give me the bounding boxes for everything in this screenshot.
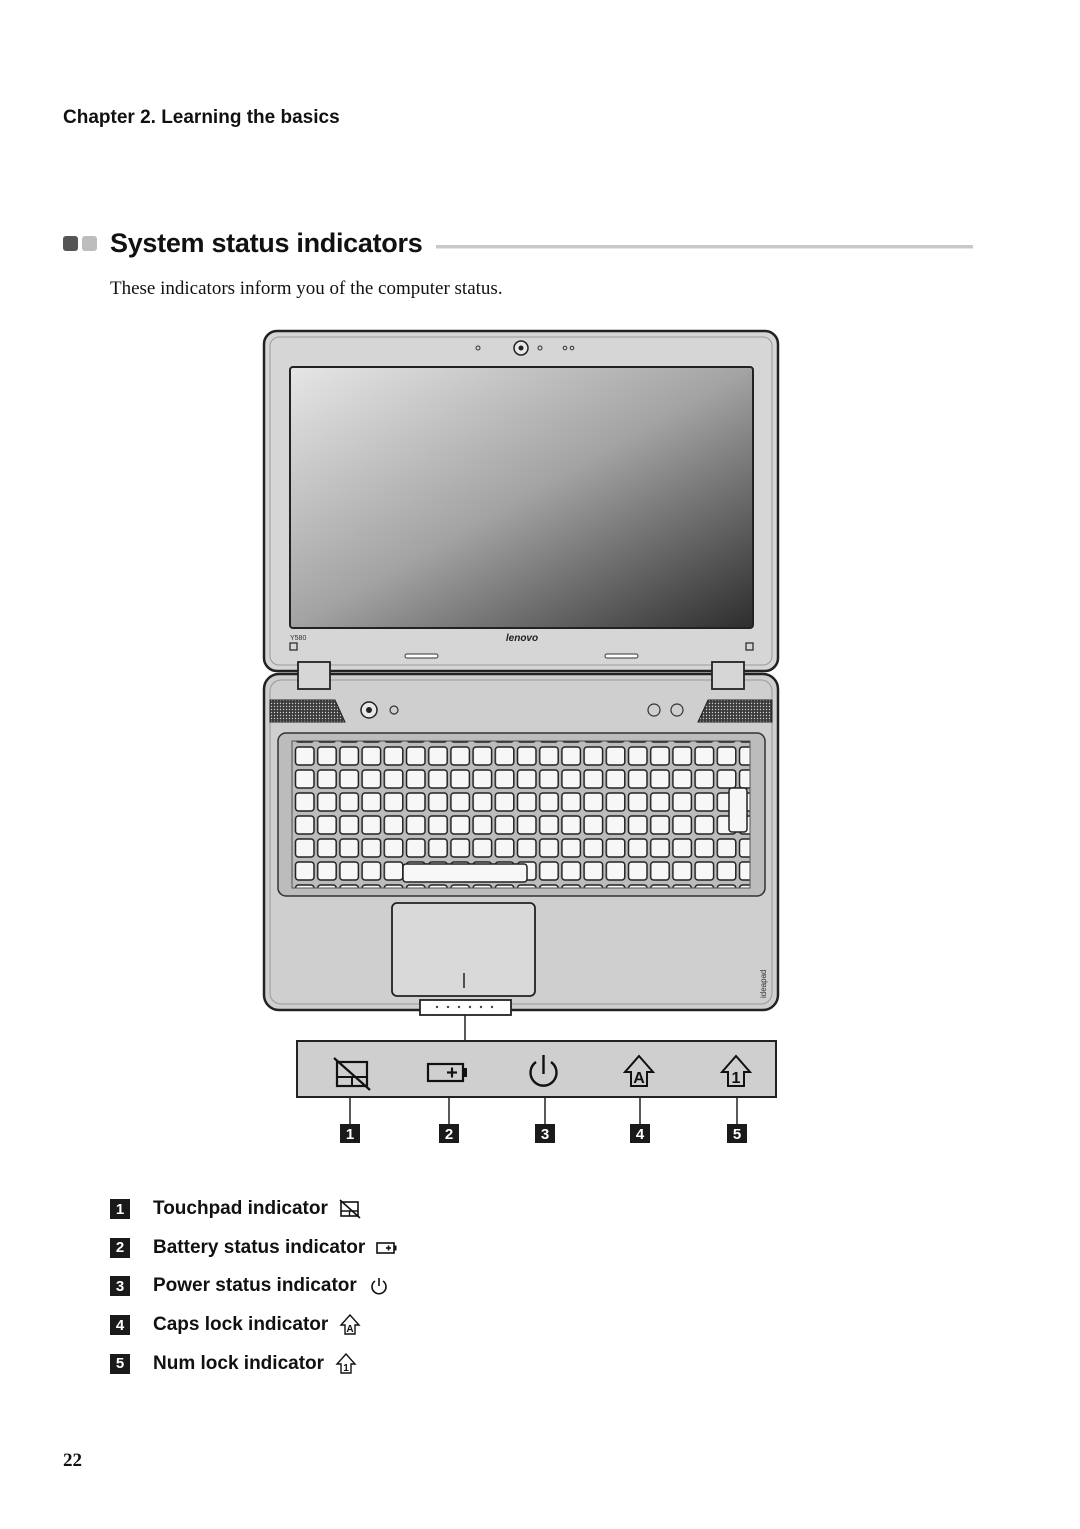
power-icon bbox=[367, 1274, 391, 1298]
legend-number-badge: 4 bbox=[110, 1315, 130, 1336]
indicator-panel: A 1 bbox=[296, 1040, 777, 1098]
svg-text:1: 1 bbox=[732, 1070, 741, 1087]
chapter-title: Chapter 2. Learning the basics bbox=[63, 107, 340, 128]
legend-label: Num lock indicator bbox=[153, 1352, 325, 1374]
heading-rule bbox=[436, 245, 973, 249]
palmrest-label: ideapad bbox=[759, 970, 768, 998]
callouts: 1 2 3 4 5 bbox=[340, 1097, 747, 1143]
legend-label: Touchpad indicator bbox=[153, 1198, 328, 1220]
legend-item: 5 Num lock indicator 1 bbox=[110, 1344, 399, 1383]
num-lock-icon: 1 bbox=[334, 1352, 358, 1376]
callout-number: 3 bbox=[541, 1126, 549, 1143]
power-icon bbox=[529, 1055, 558, 1087]
heading-square-light-icon bbox=[82, 236, 97, 251]
callout-badge bbox=[439, 1124, 459, 1143]
laptop-lid: Y580 lenovo bbox=[262, 329, 780, 673]
legend-number-badge: 2 bbox=[110, 1237, 130, 1258]
touchpad-off-icon bbox=[338, 1197, 362, 1221]
indicator-legend: 1 Touchpad indicator 2 Battery status in… bbox=[110, 1190, 399, 1383]
laptop-base: ideapad bbox=[262, 661, 780, 1041]
legend-label: Battery status indicator bbox=[153, 1236, 366, 1258]
num-lock-icon: 1 bbox=[719, 1054, 753, 1087]
svg-text:A: A bbox=[633, 1070, 645, 1087]
legend-item: 3 Power status indicator bbox=[110, 1267, 399, 1306]
legend-number-badge: 1 bbox=[110, 1199, 130, 1220]
legend-label: Power status indicator bbox=[153, 1275, 357, 1297]
section-heading: System status indicators bbox=[63, 228, 973, 264]
callout-badge bbox=[340, 1124, 360, 1143]
battery-icon bbox=[426, 1062, 467, 1083]
caps-lock-icon: A bbox=[622, 1054, 656, 1087]
page-number: 22 bbox=[63, 1450, 82, 1471]
callout-number: 4 bbox=[636, 1126, 645, 1143]
legend-number-badge: 3 bbox=[110, 1276, 130, 1297]
callout-badge bbox=[727, 1124, 747, 1143]
legend-label: Caps lock indicator bbox=[153, 1314, 329, 1336]
callout-badge bbox=[535, 1124, 555, 1143]
laptop-figure: Y580 lenovo ideapad bbox=[250, 325, 790, 1155]
caps-lock-icon: A bbox=[338, 1313, 362, 1337]
section-title: System status indicators bbox=[110, 228, 423, 258]
callout-number: 2 bbox=[445, 1126, 453, 1143]
legend-item: 4 Caps lock indicator A bbox=[110, 1306, 399, 1345]
callout-badge bbox=[630, 1124, 650, 1143]
legend-item: 2 Battery status indicator bbox=[110, 1229, 399, 1268]
callout-number: 5 bbox=[733, 1126, 741, 1143]
svg-text:A: A bbox=[347, 1324, 354, 1335]
callout-number: 1 bbox=[346, 1126, 354, 1143]
svg-text:1: 1 bbox=[343, 1363, 349, 1374]
battery-icon bbox=[375, 1236, 399, 1260]
section-intro: These indicators inform you of the compu… bbox=[110, 278, 503, 299]
heading-square-dark-icon bbox=[63, 236, 78, 251]
brand-label: lenovo bbox=[506, 633, 538, 644]
legend-item: 1 Touchpad indicator bbox=[110, 1190, 399, 1229]
legend-number-badge: 5 bbox=[110, 1353, 130, 1374]
touchpad-off-icon bbox=[333, 1057, 371, 1091]
model-label: Y580 bbox=[290, 635, 306, 642]
